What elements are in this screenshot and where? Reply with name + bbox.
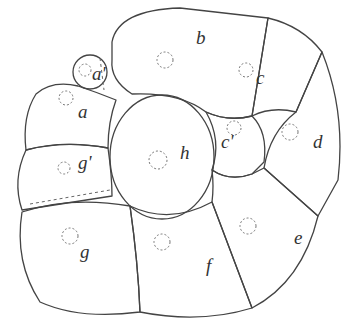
- cell-letter: c: [256, 68, 264, 87]
- cell-letter: d: [313, 132, 323, 151]
- cell-outline: [20, 202, 140, 314]
- division-line: [30, 190, 110, 204]
- cell-outline: [25, 84, 116, 150]
- nucleus: [149, 151, 167, 169]
- nucleus: [58, 162, 70, 174]
- cell-outline: [18, 144, 112, 210]
- nucleus: [282, 124, 298, 140]
- cell-outline: [264, 52, 340, 216]
- nucleus: [62, 228, 78, 244]
- cell-outline: [212, 168, 318, 308]
- cell-outline: [112, 8, 268, 118]
- cell-outline: [110, 95, 214, 219]
- nucleus: [157, 52, 173, 68]
- cell-outline: [130, 202, 252, 317]
- cell-letter: c': [221, 132, 234, 151]
- nucleus: [154, 234, 170, 250]
- cell-letter: f: [206, 256, 211, 275]
- cell-letter: e: [294, 228, 302, 247]
- nucleus: [59, 91, 73, 105]
- cell-outline: [252, 18, 322, 116]
- cell-letter: a: [78, 102, 88, 121]
- cell-outline: [206, 112, 265, 177]
- cell-letter: g: [80, 242, 90, 261]
- nucleus: [239, 63, 253, 77]
- cell-outline: [73, 55, 107, 89]
- cell-letter: h: [180, 143, 190, 162]
- cell-letter: g': [78, 153, 92, 172]
- cell-letter: a': [92, 64, 106, 83]
- nucleus: [240, 218, 256, 234]
- cell-letter: b: [196, 28, 206, 47]
- nucleus: [79, 64, 91, 76]
